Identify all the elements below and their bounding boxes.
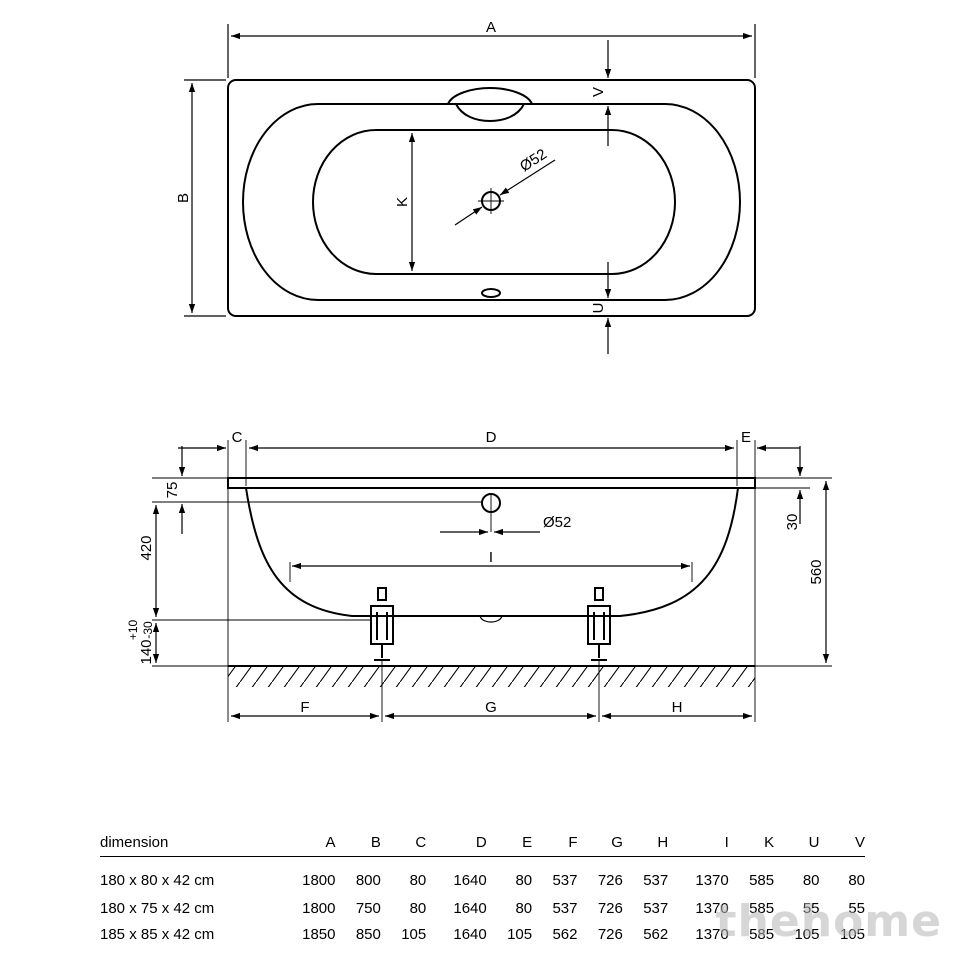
table-cell: 80 bbox=[848, 871, 865, 889]
dim-label-30: 30 bbox=[784, 514, 801, 531]
table-header-cell: E bbox=[486, 830, 533, 857]
table-header-cell: B bbox=[335, 830, 381, 857]
table-cell: 537 bbox=[643, 899, 669, 917]
dim-label-A: A bbox=[486, 19, 496, 36]
table-header-cell: G bbox=[577, 830, 623, 857]
dim-label-K: K bbox=[394, 197, 411, 207]
table-header-cell: V bbox=[819, 830, 865, 857]
table-row: 180 x 75 x 42 cm 1800 750 80 1640 80 537… bbox=[100, 895, 865, 921]
dim-label-G: G bbox=[485, 699, 497, 716]
table-cell: 105 bbox=[507, 925, 533, 943]
drain-icon bbox=[478, 188, 504, 214]
table-cell: 1640 bbox=[453, 925, 487, 943]
table-cell: 105 bbox=[401, 925, 427, 943]
table-header-cell: C bbox=[380, 830, 427, 857]
table-row: 185 x 85 x 42 cm 1850 850 105 1640 105 5… bbox=[100, 921, 865, 947]
dim-label-C: C bbox=[232, 429, 243, 446]
dim-label-B: B bbox=[175, 193, 192, 203]
table-cell: 1800 bbox=[302, 899, 336, 917]
table-cell: 562 bbox=[552, 925, 578, 943]
table-cell: 585 bbox=[749, 871, 775, 889]
top-view: Ø52 A B K V U bbox=[175, 19, 756, 354]
side-view: C D E Ø52 I 75 420 140 +10 -30 bbox=[126, 429, 832, 722]
table-cell: 537 bbox=[643, 871, 669, 889]
dim-label-E: E bbox=[741, 429, 751, 446]
table-cell: 562 bbox=[643, 925, 669, 943]
bathtub-foot-icon bbox=[587, 587, 611, 661]
bathtub-foot-icon bbox=[370, 587, 394, 661]
table-header-cell: H bbox=[622, 830, 669, 857]
dim-label-I: I bbox=[489, 549, 493, 566]
dimension-table: dimension A B C D E F G H I K U V 180 x … bbox=[100, 830, 865, 947]
dim-label-D: D bbox=[486, 429, 497, 446]
tub-basin-outline bbox=[242, 103, 741, 301]
table-header-cell: D bbox=[426, 830, 487, 857]
table-cell: 750 bbox=[355, 899, 381, 917]
side-diameter-label: Ø52 bbox=[543, 514, 571, 531]
table-header-cell: dimension bbox=[100, 830, 275, 857]
table-cell: 80 bbox=[409, 899, 427, 917]
floor-hatch bbox=[228, 667, 755, 687]
table-cell: 1370 bbox=[695, 899, 729, 917]
dim-label-560: 560 bbox=[808, 559, 825, 584]
table-cell: 1850 bbox=[302, 925, 336, 943]
overflow-icon bbox=[447, 86, 533, 123]
table-cell: 80 bbox=[802, 871, 820, 889]
table-cell: 55 bbox=[802, 899, 820, 917]
table-cell: 1370 bbox=[695, 925, 729, 943]
dim-label-F: F bbox=[300, 699, 309, 716]
table-header-cell: I bbox=[668, 830, 729, 857]
table-cell: 55 bbox=[848, 899, 865, 917]
technical-drawing: Ø52 A B K V U bbox=[126, 19, 832, 722]
table-row: 180 x 80 x 42 cm 1800 800 80 1640 80 537… bbox=[100, 857, 865, 896]
table-cell: 537 bbox=[552, 871, 578, 889]
table-cell: 537 bbox=[552, 899, 578, 917]
table-cell: 726 bbox=[597, 899, 623, 917]
table-cell: 105 bbox=[794, 925, 820, 943]
table-header-row: dimension A B C D E F G H I K U V bbox=[100, 830, 865, 857]
table-cell: 105 bbox=[839, 925, 865, 943]
table-cell: 80 bbox=[515, 871, 533, 889]
table-cell: 1800 bbox=[302, 871, 336, 889]
table-cell: 1370 bbox=[695, 871, 729, 889]
table-header-cell: U bbox=[774, 830, 820, 857]
dim-label-75: 75 bbox=[164, 482, 181, 499]
tub-side-rim bbox=[227, 477, 756, 489]
table-cell: 1640 bbox=[453, 899, 487, 917]
table-cell: 180 x 75 x 42 cm bbox=[100, 899, 215, 917]
tub-side-basin bbox=[245, 487, 739, 617]
table-cell: 80 bbox=[515, 899, 533, 917]
table-cell: 585 bbox=[749, 899, 775, 917]
table-cell: 185 x 85 x 42 cm bbox=[100, 925, 215, 943]
dim-label-140: 140 bbox=[138, 639, 155, 664]
table-cell: 850 bbox=[355, 925, 381, 943]
table-header-cell: A bbox=[275, 830, 336, 857]
watermark-logo: thehome bbox=[715, 896, 942, 947]
dim-tolerance-minus: -30 bbox=[141, 621, 155, 639]
dim-label-V: V bbox=[590, 87, 607, 97]
dim-label-U: U bbox=[590, 303, 607, 314]
table-cell: 1640 bbox=[453, 871, 487, 889]
table-cell: 726 bbox=[597, 925, 623, 943]
dim-label-420: 420 bbox=[138, 535, 155, 560]
dim-tolerance-plus: +10 bbox=[126, 619, 140, 640]
tub-outer-rim bbox=[227, 79, 756, 317]
tub-floor-outline bbox=[312, 129, 676, 275]
overflow-slot-icon bbox=[481, 288, 501, 298]
table-header-cell: K bbox=[728, 830, 775, 857]
table-header-cell: F bbox=[532, 830, 578, 857]
table-cell: 585 bbox=[749, 925, 775, 943]
table-cell: 800 bbox=[355, 871, 381, 889]
dim-label-H: H bbox=[672, 699, 683, 716]
table-cell: 180 x 80 x 42 cm bbox=[100, 871, 215, 889]
table-cell: 80 bbox=[409, 871, 427, 889]
top-diameter-label: Ø52 bbox=[517, 146, 550, 176]
table-cell: 726 bbox=[597, 871, 623, 889]
